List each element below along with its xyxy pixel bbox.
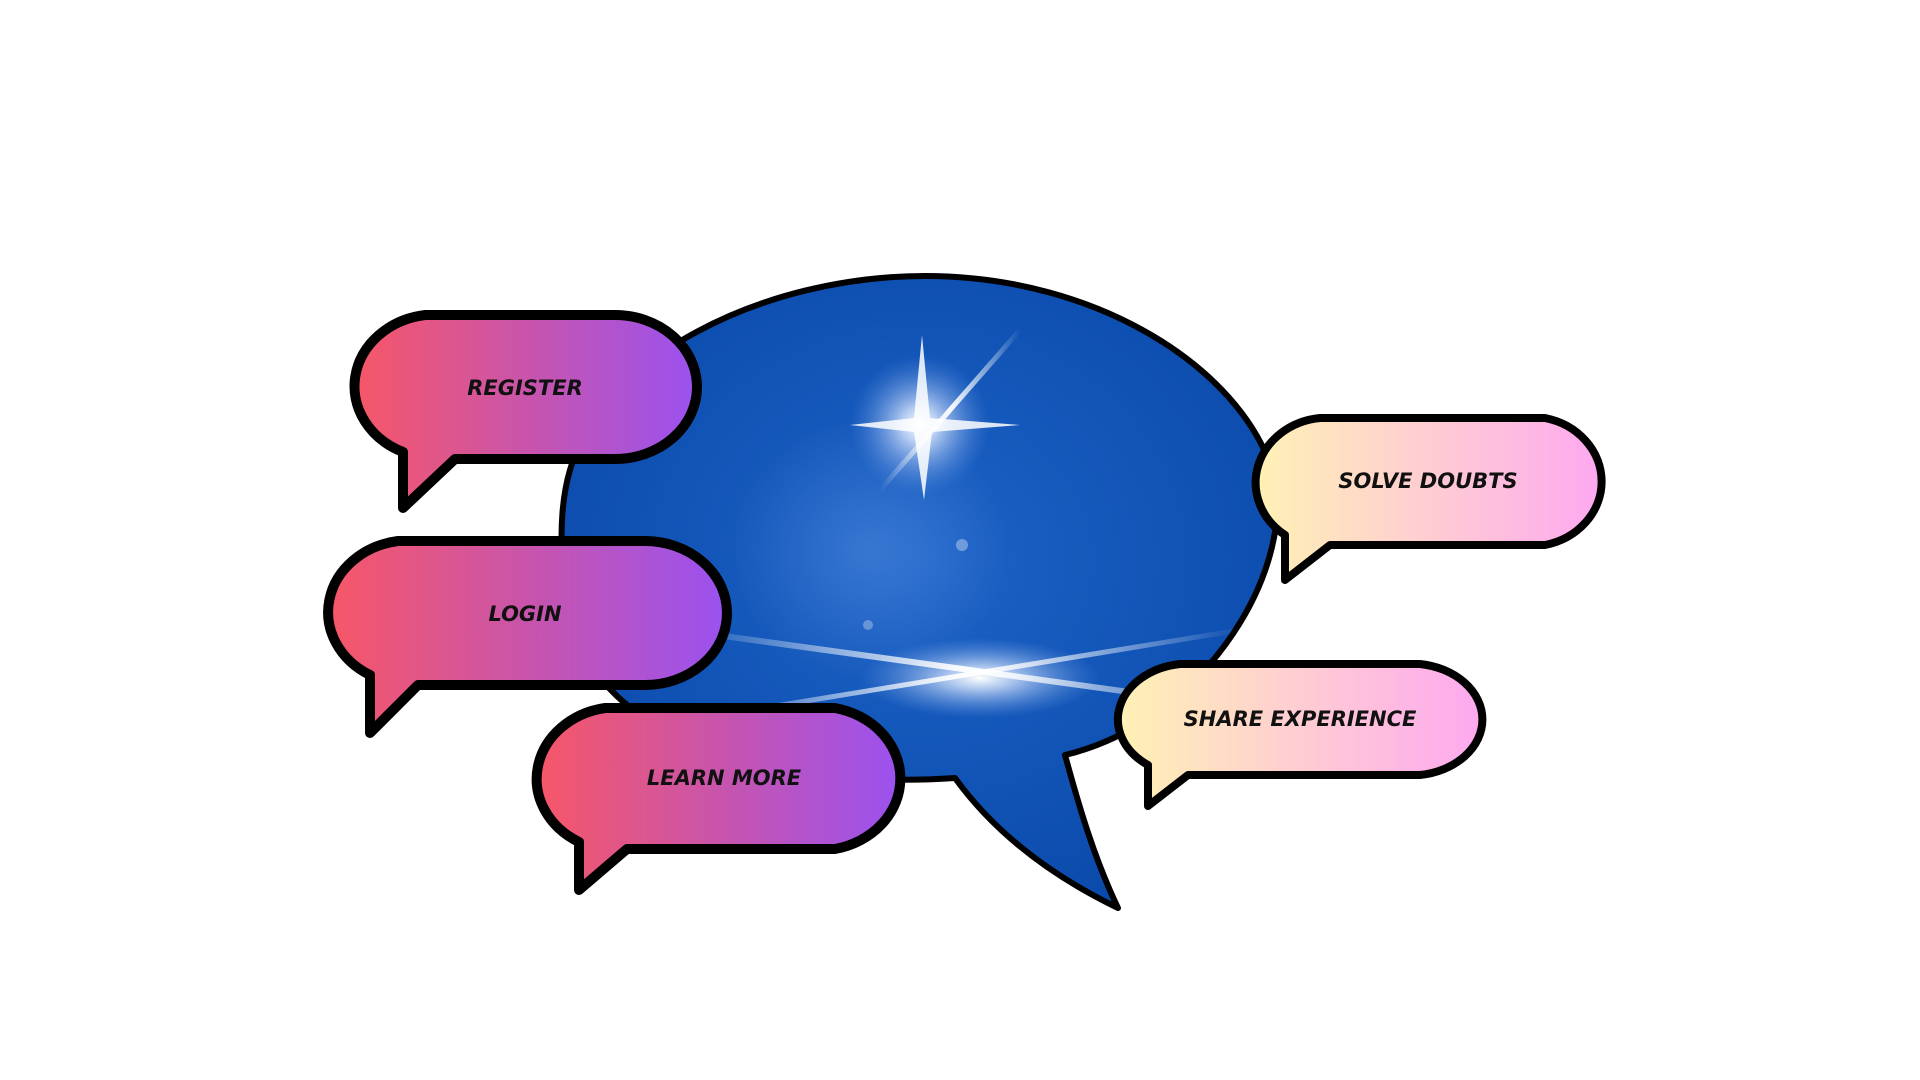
login-button[interactable]: LOGIN (323, 536, 732, 738)
share-experience-label: SHARE EXPERIENCE (1184, 707, 1417, 731)
login-label: LOGIN (488, 602, 562, 626)
solve-doubts-label: SOLVE DOUBTS (1338, 469, 1517, 493)
share-experience-button[interactable]: SHARE EXPERIENCE (1113, 660, 1487, 810)
solve-doubts-button[interactable]: SOLVE DOUBTS (1251, 414, 1606, 584)
learn-more-label: LEARN MORE (647, 766, 802, 790)
register-label: REGISTER (467, 376, 583, 400)
learn-more-button[interactable]: LEARN MORE (531, 703, 906, 895)
register-button[interactable]: REGISTER (349, 310, 702, 513)
